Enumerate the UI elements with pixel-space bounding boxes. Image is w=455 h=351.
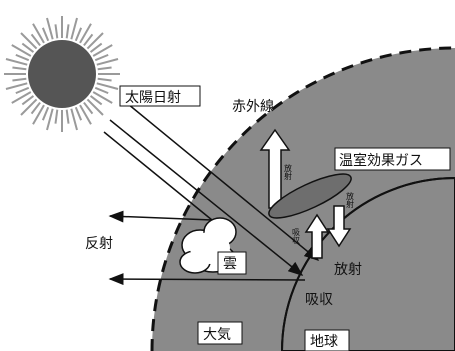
sun-ray [97,77,112,82]
sun-ray [65,109,70,124]
reflection-label: 反射 [85,236,113,252]
small-radiation-label-infrared: 放射 [284,163,293,181]
sun-ray [86,32,104,50]
sun-ray [5,58,28,66]
sun-ray [83,33,94,47]
sun-ray [32,23,45,44]
sun-ray [54,24,59,39]
cloud-label: 雲 [223,256,237,272]
sun-ray [94,86,109,95]
sun-ray [12,77,27,82]
reflection-arrow-cloud [108,210,213,223]
small-absorption-label: 吸収 [292,228,301,245]
sun-ray [89,42,103,53]
greenhouse-gas-layer [268,173,352,219]
sun-ray [79,104,92,125]
sun-ray [92,91,113,104]
sun-ray [46,108,54,131]
radiation-label: 放射 [334,262,362,278]
solar-ray-2 [127,103,320,261]
atmosphere-boundary [150,46,455,351]
sun-ray [70,108,78,131]
sun-ray [89,95,103,106]
sun-ray [74,106,83,121]
sun-ray [74,27,83,42]
sun-ray [79,23,92,44]
sun-ray [21,42,35,53]
sun-ray [15,53,30,62]
infrared-label: 赤外線 [232,99,274,115]
sun-ray [5,82,28,90]
sun-ray [86,98,104,116]
solar-ray-1 [109,119,304,276]
sun-ray [11,44,32,57]
sun-ray [30,101,41,115]
sun-ray [70,17,78,40]
absorption-label: 吸収 [305,292,333,308]
greenhouse-gas-label: 温室効果ガス [339,152,423,169]
earth-label: 地球 [310,334,338,350]
sun-ray [32,104,45,125]
earth-radiation-up-arrow [304,213,330,259]
atmosphere-label: 大気 [203,327,231,343]
cloud-icon [179,217,237,274]
back-radiation-down-arrow [326,205,352,248]
sun-icon [4,16,120,132]
solar-radiation-label: 太陽日射 [125,90,181,106]
sun-ray [15,86,30,95]
sun-ray [65,24,70,39]
small-radiation-label-back: 放射 [346,191,355,209]
sun-ray [12,66,27,71]
sun-ray [41,106,50,121]
sun-ray [54,109,59,124]
sun-ray [21,95,35,106]
sun-ray [83,101,94,115]
solar-ray-3 [103,131,213,221]
sun-ray [96,82,119,90]
sun-ray [46,17,54,40]
sun-ray [94,53,109,62]
sun-ray [96,58,119,66]
sun-ray [92,44,113,57]
sun-ray [97,66,112,71]
sun-ray [11,91,32,104]
reflection-arrow-ground [108,273,306,286]
sun-ray [41,27,50,42]
sun-ray [20,98,38,116]
sun-ray [30,33,41,47]
sun-ray [20,32,38,50]
